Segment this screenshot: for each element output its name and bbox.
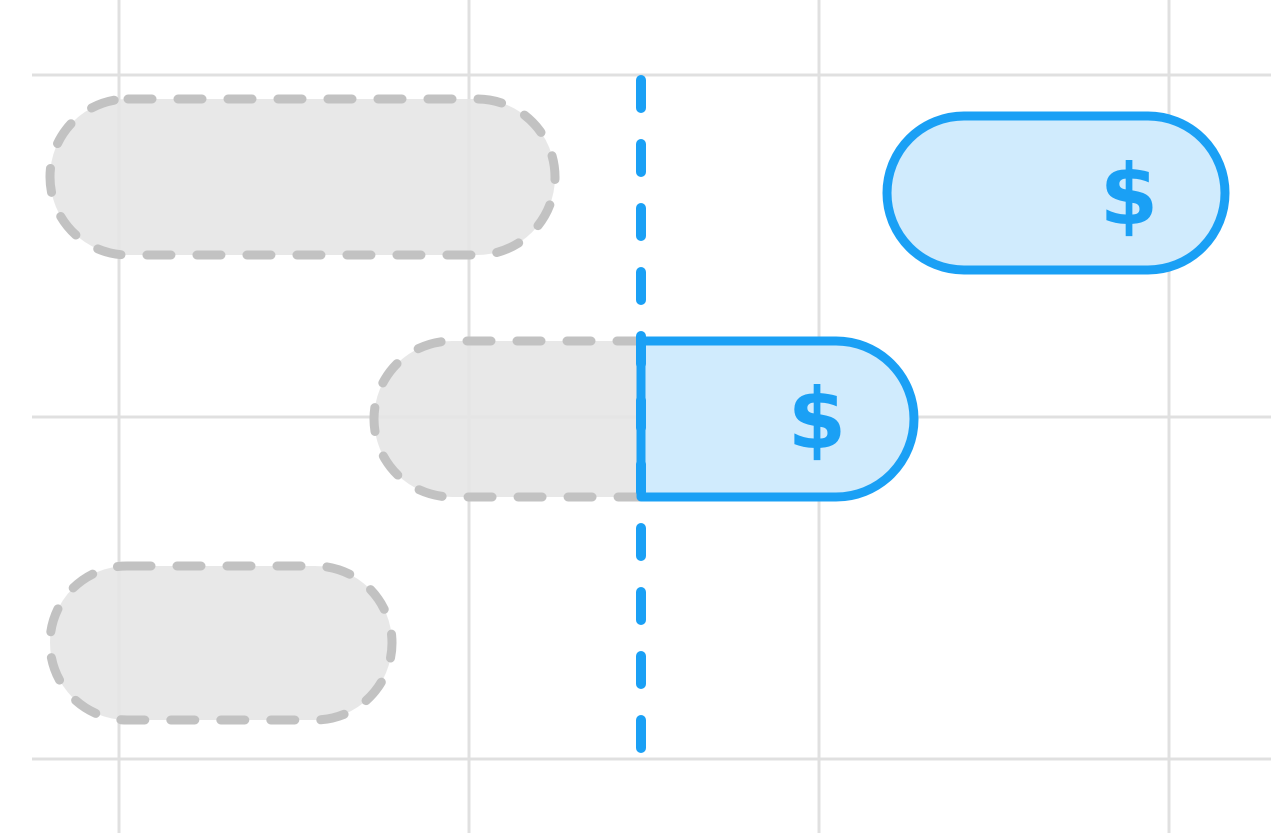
paid-bar[interactable] xyxy=(636,336,919,502)
placeholder-bar[interactable] xyxy=(369,336,646,502)
placeholder-bar[interactable] xyxy=(45,94,560,260)
dollar-icon: $ xyxy=(788,370,846,468)
paid-bar[interactable] xyxy=(882,111,1230,275)
dollar-icon: $ xyxy=(1100,146,1158,244)
placeholder-bar[interactable] xyxy=(45,561,397,725)
